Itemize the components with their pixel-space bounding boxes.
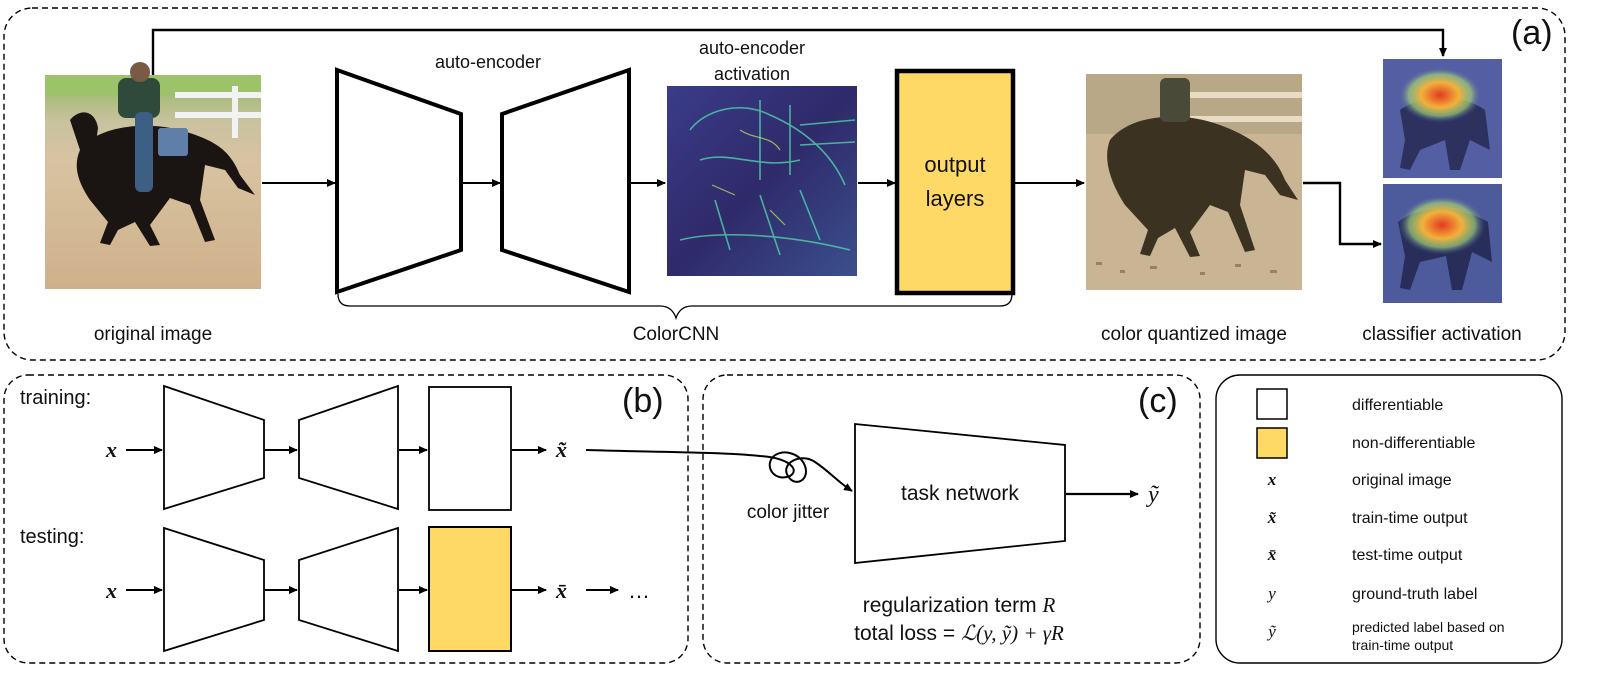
encoder-block bbox=[335, 67, 463, 295]
panel-c-border bbox=[702, 374, 1201, 664]
classifier-activation-top bbox=[1383, 59, 1502, 178]
legend-label-non-differentiable: non-differentiable bbox=[1352, 435, 1475, 452]
legend-symbol-y-tilde: ỹ bbox=[1266, 622, 1276, 641]
total-loss-formula: ℒ(y, ỹ) + γR bbox=[961, 621, 1064, 645]
testing-label: testing: bbox=[20, 526, 84, 548]
legend-label-train-output: train-time output bbox=[1352, 510, 1468, 527]
activation-label-line2: activation bbox=[714, 64, 790, 84]
legend-box bbox=[1215, 374, 1563, 664]
training-encoder bbox=[163, 384, 265, 511]
training-input-symbol: x bbox=[105, 437, 117, 462]
original-image-label: original image bbox=[94, 324, 212, 345]
quantized-image bbox=[1086, 74, 1302, 290]
activation-label-line1: auto-encoder bbox=[699, 38, 805, 58]
legend-symbol-x: x bbox=[1267, 470, 1277, 489]
panel-c-tag: (c) bbox=[1138, 382, 1178, 420]
color-jitter-label: color jitter bbox=[747, 502, 830, 523]
legend-swatch-differentiable bbox=[1256, 388, 1288, 420]
legend-label-original-image: original image bbox=[1352, 472, 1452, 489]
output-layers-block bbox=[894, 68, 1016, 296]
train-output-symbol: x̃ bbox=[555, 437, 567, 462]
regularization-line: regularization term R bbox=[863, 593, 1056, 617]
color-jitter-path bbox=[585, 449, 853, 492]
autoencoder-label: auto-encoder bbox=[435, 52, 541, 72]
testing-input-symbol: x bbox=[105, 578, 117, 603]
classifier-activation-label: classifier activation bbox=[1362, 324, 1521, 345]
legend-swatch-non-differentiable bbox=[1256, 427, 1288, 459]
legend-symbol-x-bar: x̄ bbox=[1267, 545, 1277, 564]
legend-label-differentiable: differentiable bbox=[1352, 397, 1443, 414]
output-layers-line2: layers bbox=[926, 186, 985, 211]
activation-map bbox=[667, 86, 857, 276]
legend-label-ground-truth: ground-truth label bbox=[1352, 586, 1477, 603]
legend-label-test-output: test-time output bbox=[1352, 547, 1463, 564]
regularization-text: regularization term bbox=[863, 594, 1043, 617]
training-output-block bbox=[428, 386, 512, 511]
legend-symbol-y: y bbox=[1266, 584, 1276, 603]
testing-ellipsis: … bbox=[628, 578, 650, 603]
task-network-block bbox=[854, 423, 1066, 564]
total-loss-line: total loss = ℒ(y, ỹ) + γR bbox=[854, 621, 1064, 645]
panel-a-tag: (a) bbox=[1511, 14, 1553, 52]
colorcnn-brace bbox=[337, 293, 1013, 321]
classifier-activation-bottom bbox=[1383, 184, 1502, 303]
legend-label-predicted-line2: train-time output bbox=[1352, 637, 1453, 653]
regularization-symbol: R bbox=[1041, 593, 1055, 617]
legend-symbol-x-tilde: x̃ bbox=[1267, 508, 1277, 527]
decoder-block bbox=[500, 67, 631, 295]
skip-arrow-to-classifier bbox=[151, 28, 1447, 75]
output-layers-line1: output bbox=[924, 152, 985, 177]
panel-b-tag: (b) bbox=[622, 382, 664, 420]
panel-b-border bbox=[3, 374, 689, 664]
arrow-quantized-to-classifier bbox=[1303, 181, 1382, 248]
original-image bbox=[45, 62, 261, 289]
task-output-symbol: ỹ bbox=[1146, 482, 1160, 508]
task-network-label: task network bbox=[901, 482, 1019, 505]
colorcnn-label: ColorCNN bbox=[633, 324, 720, 345]
testing-decoder bbox=[298, 526, 399, 653]
total-loss-prefix: total loss = bbox=[854, 622, 961, 645]
panel-a-border bbox=[3, 7, 1566, 361]
testing-encoder bbox=[163, 526, 265, 653]
test-output-symbol: x̄ bbox=[555, 578, 567, 603]
legend-label-predicted-line1: predicted label based on bbox=[1352, 619, 1505, 635]
testing-output-block bbox=[428, 526, 512, 652]
training-label: training: bbox=[20, 387, 91, 409]
training-decoder bbox=[298, 384, 399, 511]
quantized-image-label: color quantized image bbox=[1101, 324, 1287, 345]
